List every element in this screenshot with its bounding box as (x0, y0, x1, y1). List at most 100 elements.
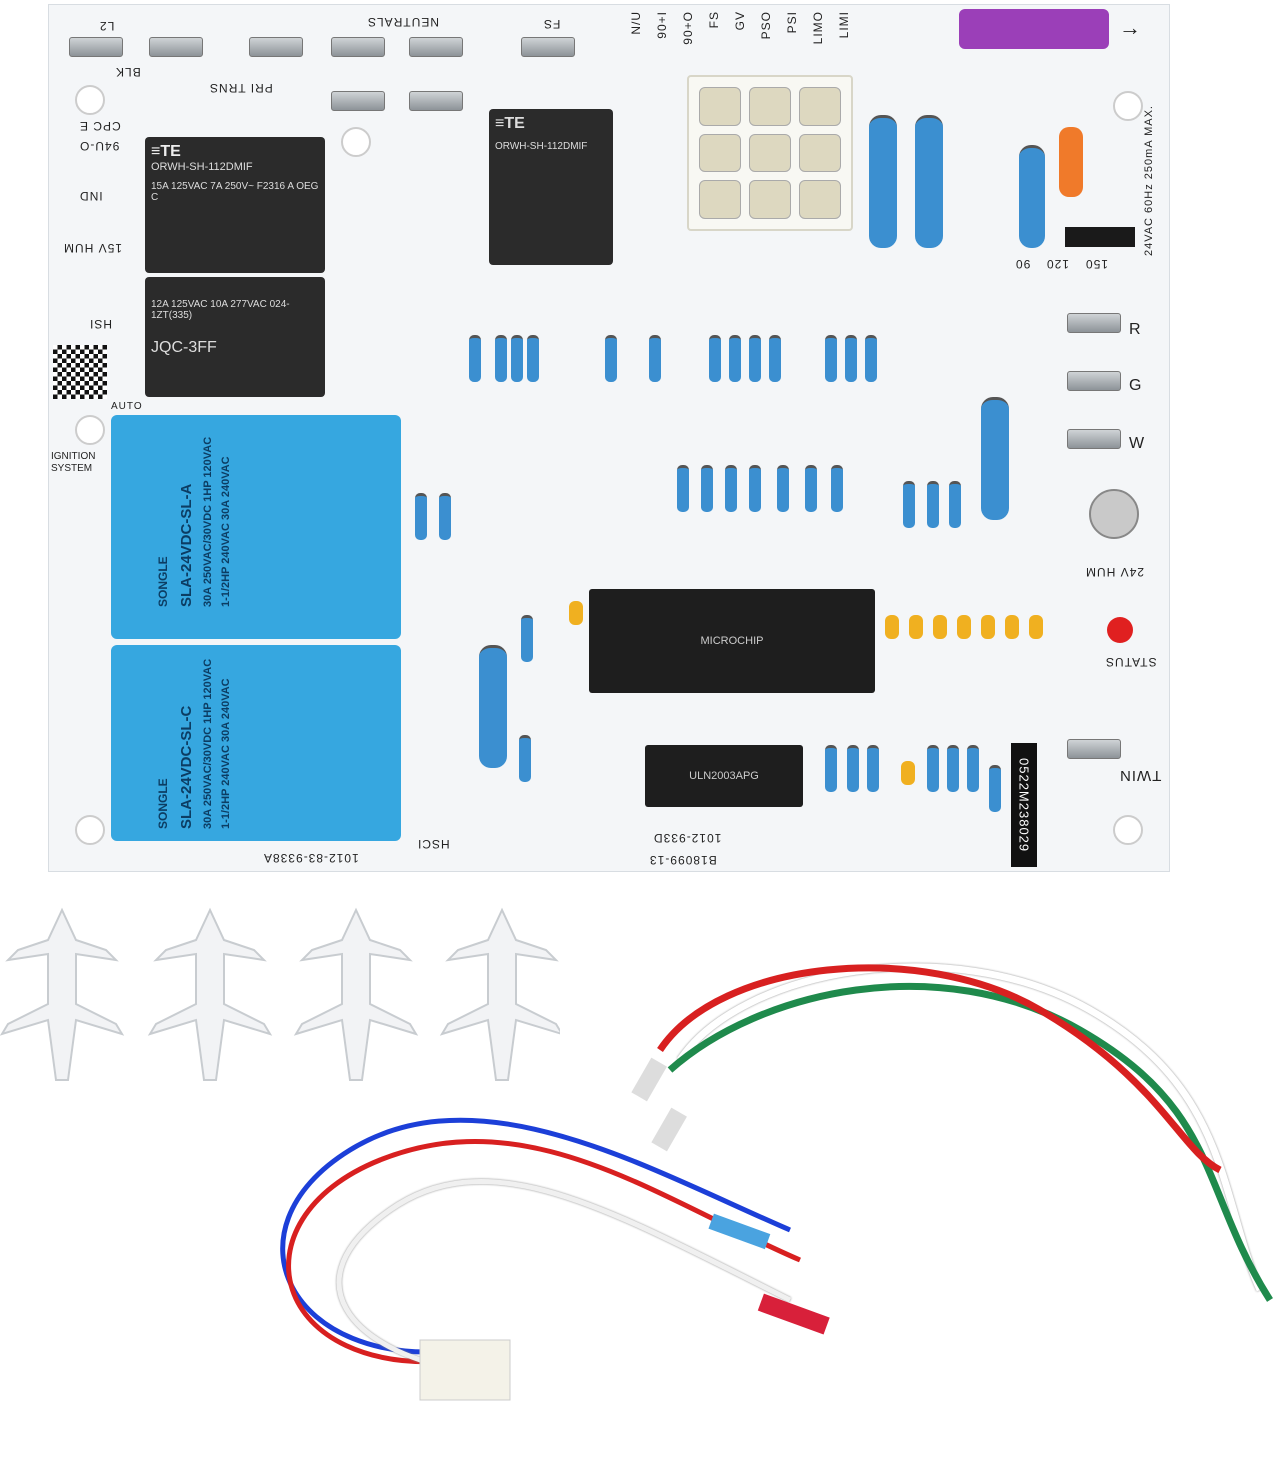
resistor (511, 335, 523, 382)
terminal-twin (1067, 739, 1121, 759)
relay-songle-a: SONGLE SLA-24VDC-SL-A 30A 250VAC/30VDC 1… (111, 415, 401, 639)
terminal-fs (521, 37, 575, 57)
terminal-neutral (331, 37, 385, 57)
relay-rating: 30A 250VAC/30VDC 1HP 120VAC 1-1/2HP 240V… (202, 658, 232, 829)
label-gv: GV (733, 11, 747, 31)
relay-brand: SONGLE (156, 778, 170, 829)
ceramic-capacitor (957, 615, 971, 639)
resistor (903, 481, 915, 528)
resistor (989, 765, 1001, 812)
connector-p2 (687, 75, 853, 231)
ceramic-capacitor (981, 615, 995, 639)
resistor (725, 465, 737, 512)
relay-k2: 12A 125VAC 10A 277VAC 024-1ZT(335) JQC-3… (145, 277, 325, 397)
resistor-r1 (479, 645, 507, 768)
label-twin: TWIN (1119, 767, 1162, 784)
resistor (605, 335, 617, 382)
serial-sticker: 0522M238029 (1011, 743, 1037, 867)
resistor (831, 465, 843, 512)
relay-k1-rating: 15A 125VAC 7A 250V~ F2316 A OEG C (151, 181, 319, 203)
ceramic-capacitor (569, 601, 583, 625)
label-90-o: 90+O (681, 11, 695, 45)
relay-model: SLA-24VDC-SL-C (178, 705, 195, 829)
label-nu: N/U (629, 11, 643, 35)
part-code-label: 1012-933D (653, 831, 722, 845)
label-cpc-e: CPC E (79, 119, 121, 133)
microcontroller-chip: MICROCHIP (589, 589, 875, 693)
part-code-label: B18099-13 (649, 853, 717, 867)
mounting-hole (75, 85, 105, 115)
label-24v-hum: 24V HUM (1085, 565, 1145, 579)
resistor-r13 (869, 115, 897, 248)
ceramic-capacitor (909, 615, 923, 639)
wire-harness-4-wire (280, 1117, 830, 1401)
resistor (521, 615, 533, 662)
capacitor-c1 (1059, 127, 1083, 197)
resistor (709, 335, 721, 382)
terminal-neutral (409, 37, 463, 57)
label-psi: PSI (785, 11, 799, 34)
resistor-r9 (1019, 145, 1045, 248)
status-led (1107, 617, 1133, 643)
mounting-hole (1113, 91, 1143, 121)
label-neutrals: NEUTRALS (367, 15, 440, 29)
label-w: W (1129, 435, 1146, 452)
terminal-w (1067, 429, 1121, 449)
resistor (949, 481, 961, 528)
relay-k1-model: ORWH-SH-112DMIF (151, 161, 253, 173)
standoff-clip (0, 907, 125, 1081)
arrow-right-icon: → (1119, 15, 1142, 40)
label-15v-hum: 15V HUM (63, 241, 123, 255)
label-ind: IND (79, 189, 103, 203)
terminal (149, 37, 203, 57)
relay-k2-rating: 12A 125VAC 10A 277VAC 024-1ZT(335) (151, 299, 290, 321)
terminal-g (1067, 371, 1121, 391)
label-hsi: HSI (89, 317, 113, 331)
potentiometer-u35[interactable] (1089, 489, 1139, 539)
resistor (649, 335, 661, 382)
mounting-hole (341, 127, 371, 157)
mounting-hole (75, 415, 105, 445)
standoff-clips (0, 907, 560, 1081)
relay-model: SLA-24VDC-SL-A (178, 483, 195, 607)
driver-chip: ULN2003APG (645, 745, 803, 807)
relay-songle-c: SONGLE SLA-24VDC-SL-C 30A 250VAC/30VDC 1… (111, 645, 401, 841)
resistor (769, 335, 781, 382)
standoff-clip (439, 907, 560, 1081)
resistor (825, 335, 837, 382)
terminal (249, 37, 303, 57)
label-g: G (1129, 377, 1143, 394)
relay-brand: SONGLE (156, 556, 170, 607)
resistor (927, 745, 939, 792)
resistor (677, 465, 689, 512)
label-pri-trns: PRI TRNS (209, 81, 273, 95)
resistor (749, 335, 761, 382)
tap-jumper-p3 (1065, 227, 1135, 247)
resistor (777, 465, 789, 512)
relay-k3-model: ORWH-SH-112DMIF (495, 141, 588, 152)
resistor (825, 745, 837, 792)
mounting-hole (75, 815, 105, 845)
resistor-r17 (981, 397, 1009, 520)
resistor (947, 745, 959, 792)
resistor (847, 745, 859, 792)
power-rating-label: 24VAC 60Hz 250mA MAX. (1143, 105, 1155, 257)
resistor (519, 735, 531, 782)
resistor (845, 335, 857, 382)
label-fs: FS (543, 17, 561, 31)
label-blk: BLK (115, 65, 141, 79)
label-l2: L2 (99, 19, 115, 33)
tap-label-90: 90 (1015, 257, 1031, 271)
resistor (927, 481, 939, 528)
resistor (495, 335, 507, 382)
label-status: STATUS (1105, 655, 1157, 669)
label-90-i: 90+I (655, 11, 669, 39)
terminal-neutral (331, 91, 385, 111)
furnace-control-board: L2 BLK PRI TRNS NEUTRALS FS N/U 90+I 90+… (48, 4, 1170, 872)
te-logo: ≡TE (495, 115, 525, 132)
relay-k1: ≡TE ORWH-SH-112DMIF 15A 125VAC 7A 250V~ … (145, 137, 325, 273)
label-pso: PSO (759, 11, 773, 40)
resistor (439, 493, 451, 540)
terminal-l2 (69, 37, 123, 57)
